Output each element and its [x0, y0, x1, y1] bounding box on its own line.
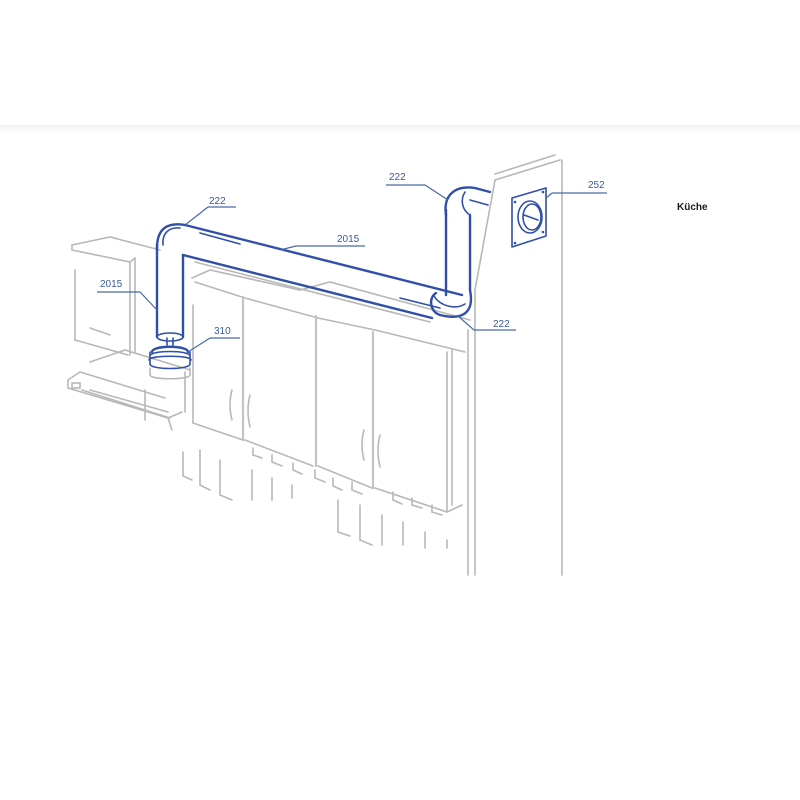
- callout-2015-vertical: 2015: [100, 279, 123, 290]
- callout-222-bottom-right: 222: [493, 319, 510, 330]
- horizontal-duct: [181, 223, 464, 323]
- callout-2015-horizontal: 2015: [337, 234, 360, 245]
- callout-leaders: [97, 184, 607, 353]
- wall-tiles: [182, 447, 448, 549]
- callout-labels: 222 2015 2015 310 222 222 252: [100, 172, 605, 337]
- wall-panel: [467, 154, 563, 576]
- right-vertical-duct: [429, 186, 492, 318]
- wall-outlet-icon: [511, 187, 547, 248]
- header-band: [0, 0, 800, 126]
- hood-adapter: [148, 345, 192, 380]
- callout-310: 310: [214, 326, 231, 337]
- header-shadow: [0, 126, 800, 134]
- callout-252: 252: [588, 180, 605, 191]
- wall-cabinets: [191, 269, 471, 513]
- range-hood: [67, 349, 191, 431]
- callout-222-left: 222: [209, 196, 226, 207]
- callout-222-top-right: 222: [389, 172, 406, 183]
- left-vertical-duct: [155, 223, 187, 346]
- room-label: Küche: [677, 202, 708, 213]
- upper-cabinet-left: [71, 236, 161, 356]
